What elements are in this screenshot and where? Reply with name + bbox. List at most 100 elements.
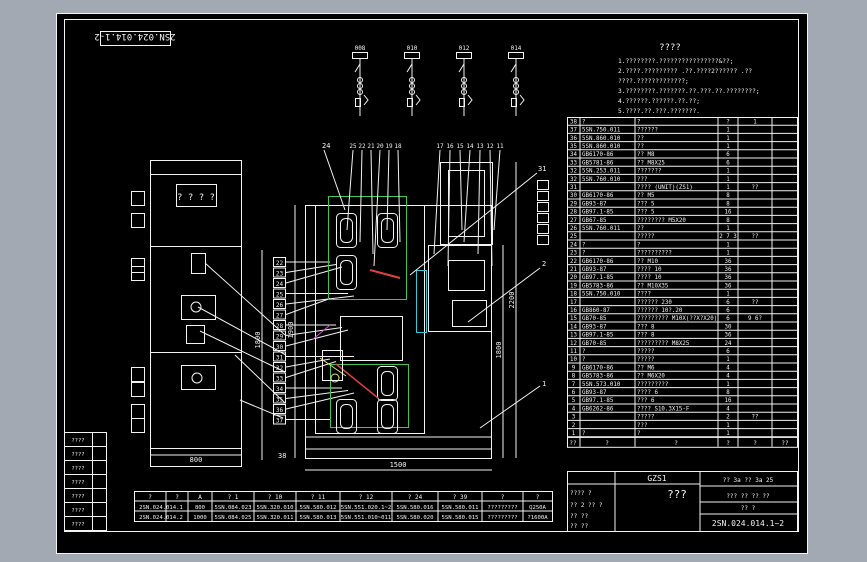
bom-row: 38???1 xyxy=(570,119,757,125)
svg-text:4: 4 xyxy=(726,365,730,371)
svg-text:1: 1 xyxy=(726,169,730,175)
dim-label: 12 xyxy=(486,143,494,150)
svg-text:?????: ????? xyxy=(637,234,654,240)
dim-label: 16 xyxy=(446,143,454,150)
svg-text:4: 4 xyxy=(572,406,576,412)
svg-text:1900: 1900 xyxy=(287,322,295,339)
svg-text:26: 26 xyxy=(570,226,577,232)
stamp-cell: ???? xyxy=(71,466,84,472)
svg-text:8: 8 xyxy=(726,218,730,224)
notes-title: ???? xyxy=(659,43,681,53)
svg-text:38: 38 xyxy=(278,452,286,460)
svg-text:?? M8: ?? M8 xyxy=(637,152,655,158)
svg-text:1: 1 xyxy=(726,292,730,298)
svg-text:8: 8 xyxy=(726,390,730,396)
circuit-label: 012 xyxy=(459,45,470,52)
svg-text:GB6170-86: GB6170-86 xyxy=(582,152,614,158)
side-view: 1900 2200 1800 1500 1800 24 31 1 2 38 xyxy=(254,142,549,471)
svg-text:5SN.760.010: 5SN.760.010 xyxy=(582,177,621,183)
svg-text:5SN.084.023: 5SN.084.023 xyxy=(214,505,251,511)
svg-text:?????????: ????????? xyxy=(487,515,517,521)
svg-text:20: 20 xyxy=(570,275,577,281)
spec-header-cell: ? 24 xyxy=(408,494,423,501)
svg-text:?: ? xyxy=(582,119,586,125)
svg-text:23: 23 xyxy=(570,251,577,257)
svg-text:1: 1 xyxy=(726,357,730,363)
svg-text:GB70-85: GB70-85 xyxy=(582,341,607,347)
svg-text:?: ? xyxy=(637,119,641,125)
svg-text:GB6262-86: GB6262-86 xyxy=(582,406,614,412)
svg-text:???? (UNIT)(ZS1): ???? (UNIT)(ZS1) xyxy=(637,185,693,191)
svg-text:24: 24 xyxy=(322,142,330,150)
stamp-cell: ???? xyxy=(71,438,84,444)
svg-text:27: 27 xyxy=(570,218,577,224)
dim-label: 22 xyxy=(358,143,366,150)
callout-number: 25 xyxy=(276,292,284,299)
svg-text:??? 6: ??? 6 xyxy=(637,398,655,404)
svg-text:38: 38 xyxy=(570,119,577,125)
svg-text:?: ? xyxy=(582,431,586,437)
svg-text:4: 4 xyxy=(726,406,730,412)
svg-text:36: 36 xyxy=(725,283,732,289)
bom-row: 2???1 xyxy=(572,423,731,429)
svg-text:5SN.580.015: 5SN.580.015 xyxy=(441,515,478,521)
svg-text:32: 32 xyxy=(570,169,577,175)
dim-label: 14 xyxy=(466,143,474,150)
svg-text:5SN.580.011: 5SN.580.011 xyxy=(441,505,478,511)
svg-text:?????: ????? xyxy=(637,349,654,355)
callout-number: 33 xyxy=(276,376,284,383)
svg-text:1800: 1800 xyxy=(495,342,503,359)
svg-text:28: 28 xyxy=(570,210,577,216)
svg-text:7: 7 xyxy=(572,382,576,388)
svg-text:16: 16 xyxy=(725,398,732,404)
svg-text:34: 34 xyxy=(570,152,577,158)
svg-text:6: 6 xyxy=(726,349,730,355)
dim-label: 18 xyxy=(394,143,402,150)
callout-number: 34 xyxy=(276,386,284,393)
svg-text:31: 31 xyxy=(538,165,546,173)
stamp-cell: ???? xyxy=(71,452,84,458)
svg-text:1500: 1500 xyxy=(390,461,407,469)
bom-header-cell: ? xyxy=(726,440,730,447)
svg-text:11: 11 xyxy=(570,349,577,355)
svg-text:??: ?? xyxy=(637,136,644,142)
svg-text:GB97.1-85: GB97.1-85 xyxy=(582,275,614,281)
dim-label: 21 xyxy=(367,143,375,150)
stamp-cell: ???? xyxy=(71,508,84,514)
svg-text:GB70-85: GB70-85 xyxy=(582,316,607,322)
callout-number: 31 xyxy=(276,355,284,362)
svg-text:21: 21 xyxy=(570,267,577,273)
svg-text:2: 2 xyxy=(572,423,576,429)
note-line: ????.?????????????; xyxy=(618,78,689,85)
circuit-label: 010 xyxy=(407,45,418,52)
svg-text:???? ?: ???? ? xyxy=(570,490,592,497)
technical-notes: ????1.????????.????????????????&??;2.???… xyxy=(618,43,760,115)
svg-text:2200: 2200 xyxy=(508,292,516,309)
dim-label: 19 xyxy=(385,143,393,150)
svg-text:GB67-85: GB67-85 xyxy=(582,218,607,224)
spec-header-cell: ? xyxy=(536,494,540,501)
svg-text:8: 8 xyxy=(572,374,576,380)
bom-header-cell: ?? xyxy=(569,440,577,447)
stamp-cell: ???? xyxy=(71,522,84,528)
note-line: 2.????.????????? .??.????2?????? .?? xyxy=(618,68,752,75)
dim-label: 15 xyxy=(456,143,464,150)
svg-text:1: 1 xyxy=(726,251,730,257)
